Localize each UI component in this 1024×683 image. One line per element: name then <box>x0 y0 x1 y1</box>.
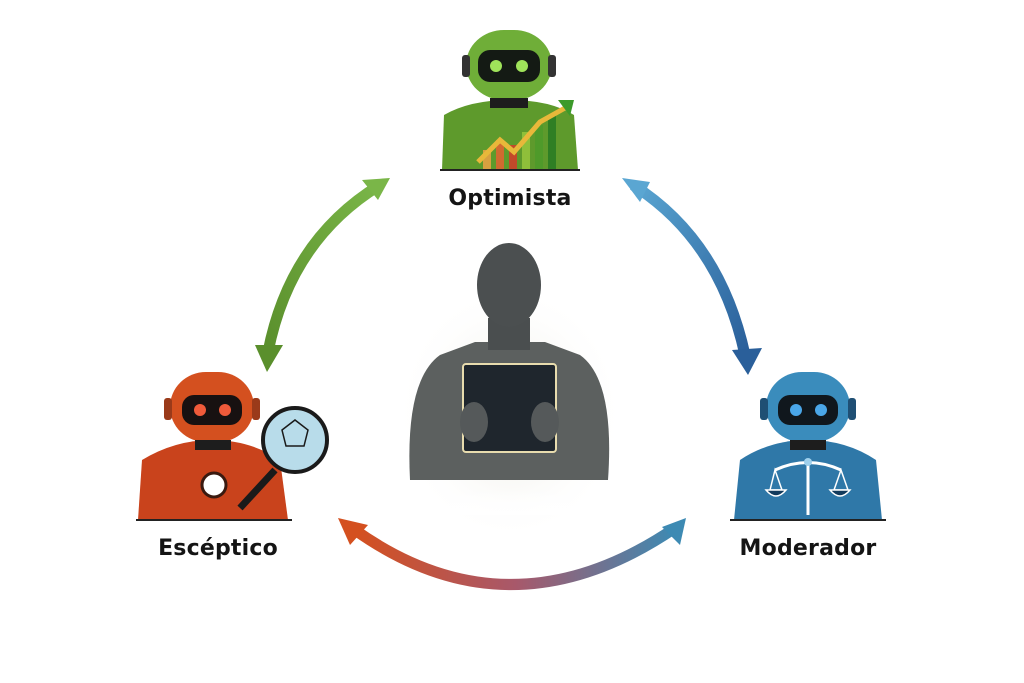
arrow-esceptico-optimista <box>255 178 390 372</box>
node-label-optimista: Optimista <box>448 186 572 211</box>
robot-with-growth-chart-icon <box>440 30 580 171</box>
robot-with-scales-icon <box>730 372 886 521</box>
arrow-esceptico-moderador <box>338 518 686 590</box>
node-label-moderador: Moderador <box>739 536 877 561</box>
arrow-optimista-moderador <box>622 178 762 375</box>
person-with-tablet-icon <box>395 243 625 530</box>
node-label-esceptico: Escéptico <box>158 536 278 561</box>
robot-with-magnifying-glass-icon <box>136 372 329 521</box>
